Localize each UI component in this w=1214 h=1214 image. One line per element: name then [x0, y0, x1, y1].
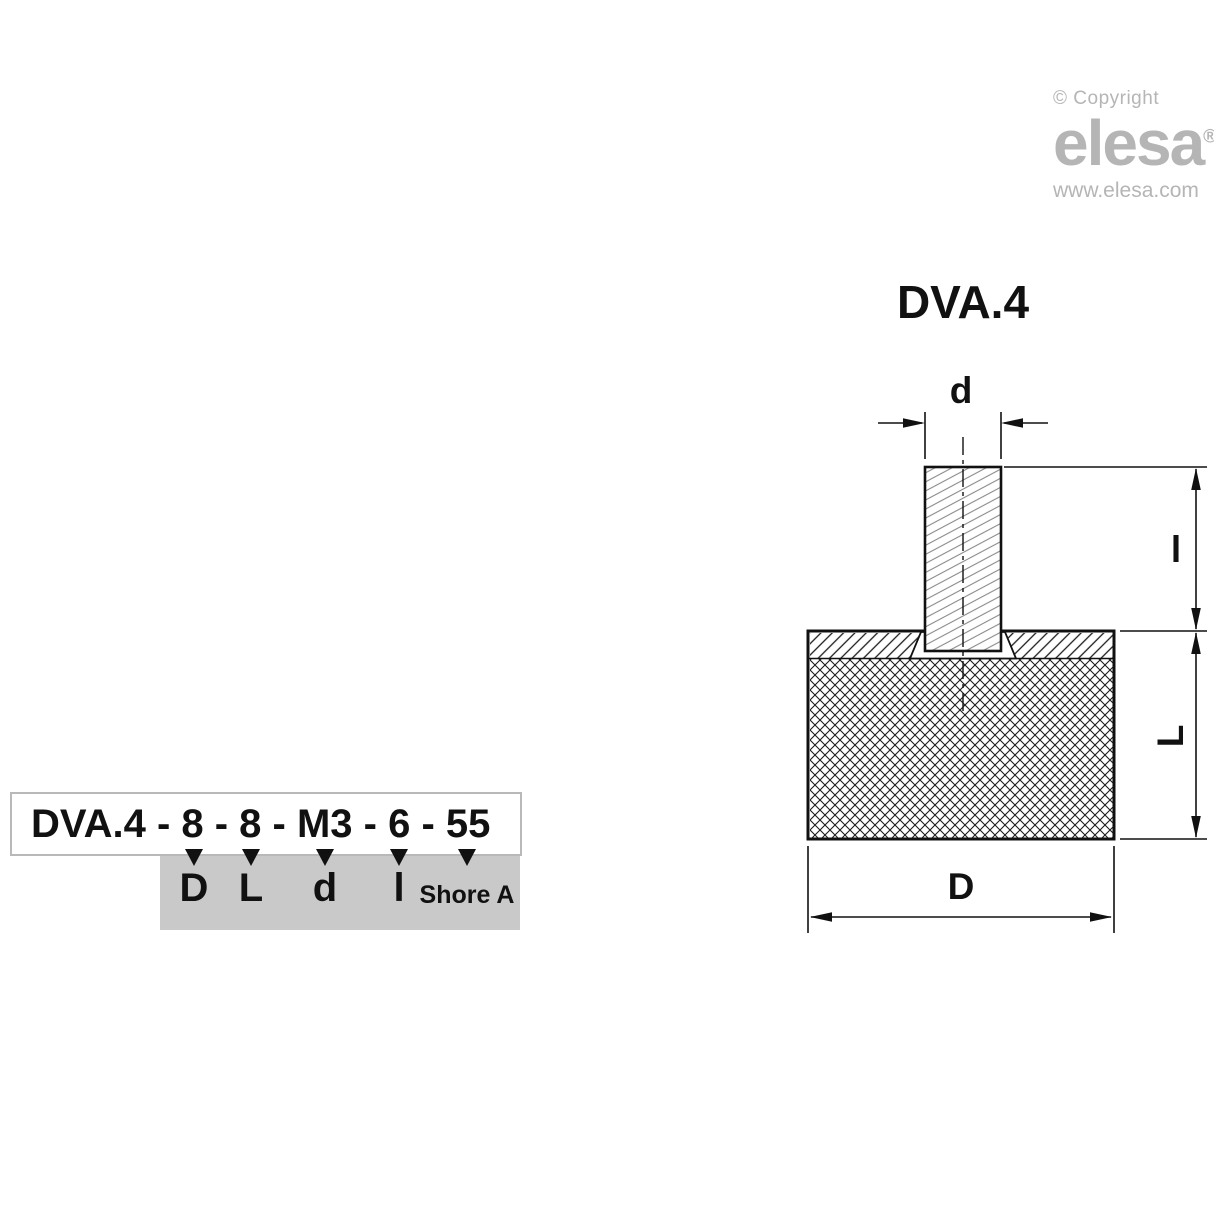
pointer-triangle-icon — [458, 849, 476, 866]
rubber-block — [806, 629, 1116, 841]
copyright-text: © Copyright — [1053, 88, 1160, 109]
arrow-up-icon — [1191, 468, 1201, 490]
arrow-right-icon — [1090, 912, 1112, 922]
ordering-label-L: L — [238, 866, 264, 910]
registered-trademark-icon: ® — [1203, 126, 1214, 148]
dim-label-D: D — [948, 866, 975, 907]
dimension-L: L — [1120, 632, 1207, 840]
dimension-d: d — [878, 370, 1048, 459]
dim-label-L: L — [1150, 725, 1191, 748]
arrow-down-icon — [1191, 608, 1201, 630]
ordering-code: DVA.4 - 8 - 8 - M3 - 6 - 55 — [31, 801, 491, 846]
pointer-triangle-icon — [242, 849, 260, 866]
pointer-triangle-icon — [390, 849, 408, 866]
ordering-label-D: D — [179, 866, 209, 910]
arrow-up-icon — [1191, 632, 1201, 654]
arrow-down-icon — [1191, 816, 1201, 838]
brand-block: © Copyright elesa® www.elesa.com — [1053, 88, 1214, 203]
ordering-label-d: d — [312, 866, 338, 910]
rubber-crosshatch — [810, 658, 1113, 838]
arrow-left-icon — [810, 912, 832, 922]
dimension-l: l — [1004, 466, 1207, 632]
part-series-title: DVA.4 — [897, 276, 1029, 328]
dimension-D: D — [807, 846, 1115, 933]
elesa-logo: elesa® — [1053, 107, 1214, 179]
arrow-left-icon — [1001, 418, 1023, 428]
arrow-right-icon — [903, 418, 925, 428]
ordering-code-box: DVA.4 - 8 - 8 - M3 - 6 - 55 — [10, 792, 522, 856]
pointer-triangle-icon — [185, 849, 203, 866]
dim-label-l: l — [1171, 529, 1181, 570]
website-url: www.elesa.com — [1053, 179, 1199, 203]
ordering-label-strip — [160, 856, 520, 930]
logo-wordmark: elesa — [1053, 107, 1205, 179]
threaded-stud — [923, 437, 1003, 714]
pointer-triangle-icon — [316, 849, 334, 866]
ordering-label-shore-a: Shore A — [419, 881, 515, 909]
ordering-label-l: l — [393, 866, 405, 910]
dim-label-d: d — [950, 370, 973, 411]
